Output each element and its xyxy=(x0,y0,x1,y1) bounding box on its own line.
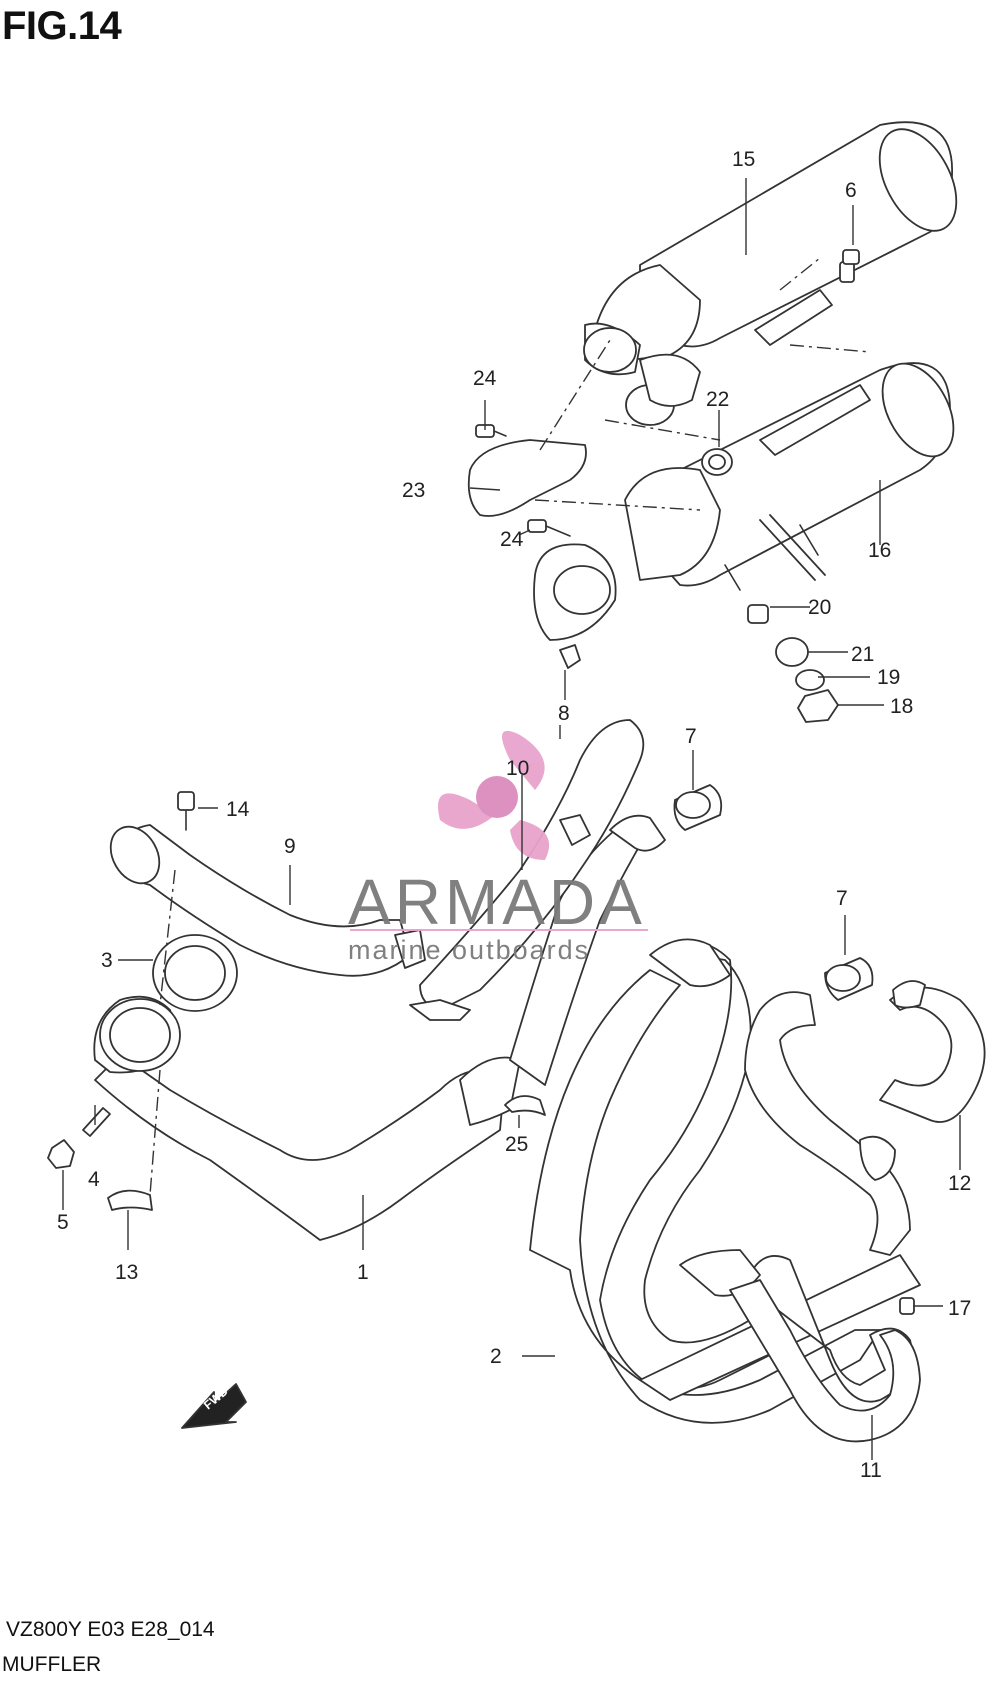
lower-muffler[interactable] xyxy=(533,352,968,641)
nut-5[interactable] xyxy=(47,1139,75,1169)
exhaust-pipe-cover-rear[interactable] xyxy=(419,719,645,1011)
figure-title: FIG.14 xyxy=(2,4,122,48)
callout-5: 5 xyxy=(57,1211,69,1234)
callout-17: 17 xyxy=(948,1297,971,1320)
heat-protector[interactable] xyxy=(467,439,587,517)
callout-10: 10 xyxy=(506,757,529,780)
callout-8: 8 xyxy=(558,702,570,725)
callout-20: 20 xyxy=(808,596,831,619)
fwd-arrow: FWD xyxy=(181,1383,247,1429)
callout-6: 6 xyxy=(845,179,857,202)
clamp-25[interactable] xyxy=(504,1095,546,1116)
callout-3: 3 xyxy=(101,949,113,972)
exhaust-pipe-front[interactable] xyxy=(93,814,666,1241)
callout-14: 14 xyxy=(226,798,250,821)
rear-pipe-11[interactable] xyxy=(679,991,921,1443)
callout-23: 23 xyxy=(402,479,425,502)
upper-hardware[interactable] xyxy=(475,249,860,723)
callout-2: 2 xyxy=(490,1345,502,1368)
bolt-17[interactable] xyxy=(899,1297,915,1315)
callout-21: 21 xyxy=(851,643,874,666)
callout-labels: 15 6 24 22 23 24 16 20 21 19 18 8 7 10 1… xyxy=(57,148,971,1482)
callout-11: 11 xyxy=(860,1459,882,1482)
gasket[interactable] xyxy=(152,934,238,1012)
leader-lines xyxy=(62,178,961,1460)
callout-15: 15 xyxy=(732,148,755,171)
callout-7-upper: 7 xyxy=(685,725,697,748)
section-name: MUFFLER xyxy=(2,1653,102,1676)
callout-1: 1 xyxy=(357,1261,369,1284)
callout-16: 16 xyxy=(868,539,891,562)
callout-18: 18 xyxy=(890,695,913,718)
armada-watermark: ARMADA marine outboards xyxy=(348,730,648,965)
rear-pipe-12[interactable] xyxy=(879,986,986,1123)
callout-19: 19 xyxy=(877,666,900,689)
callout-24-top: 24 xyxy=(473,367,497,390)
callout-7-lower: 7 xyxy=(836,887,848,910)
callout-13: 13 xyxy=(115,1261,138,1284)
callout-12: 12 xyxy=(948,1172,971,1195)
callout-24-bottom: 24 xyxy=(500,528,524,551)
callout-25: 25 xyxy=(505,1133,528,1156)
callout-22: 22 xyxy=(706,388,729,411)
callout-9: 9 xyxy=(284,835,296,858)
callout-4: 4 xyxy=(88,1168,100,1191)
upper-muffler[interactable] xyxy=(583,116,972,426)
watermark-tagline: marine outboards xyxy=(348,935,590,965)
stud-bolt[interactable] xyxy=(82,1107,111,1137)
clamp-13[interactable] xyxy=(107,1189,153,1211)
exhaust-pipe-cover-front[interactable] xyxy=(118,824,411,977)
model-code: VZ800Y E03 E28_014 xyxy=(6,1618,215,1641)
watermark-brand: ARMADA xyxy=(348,866,646,938)
